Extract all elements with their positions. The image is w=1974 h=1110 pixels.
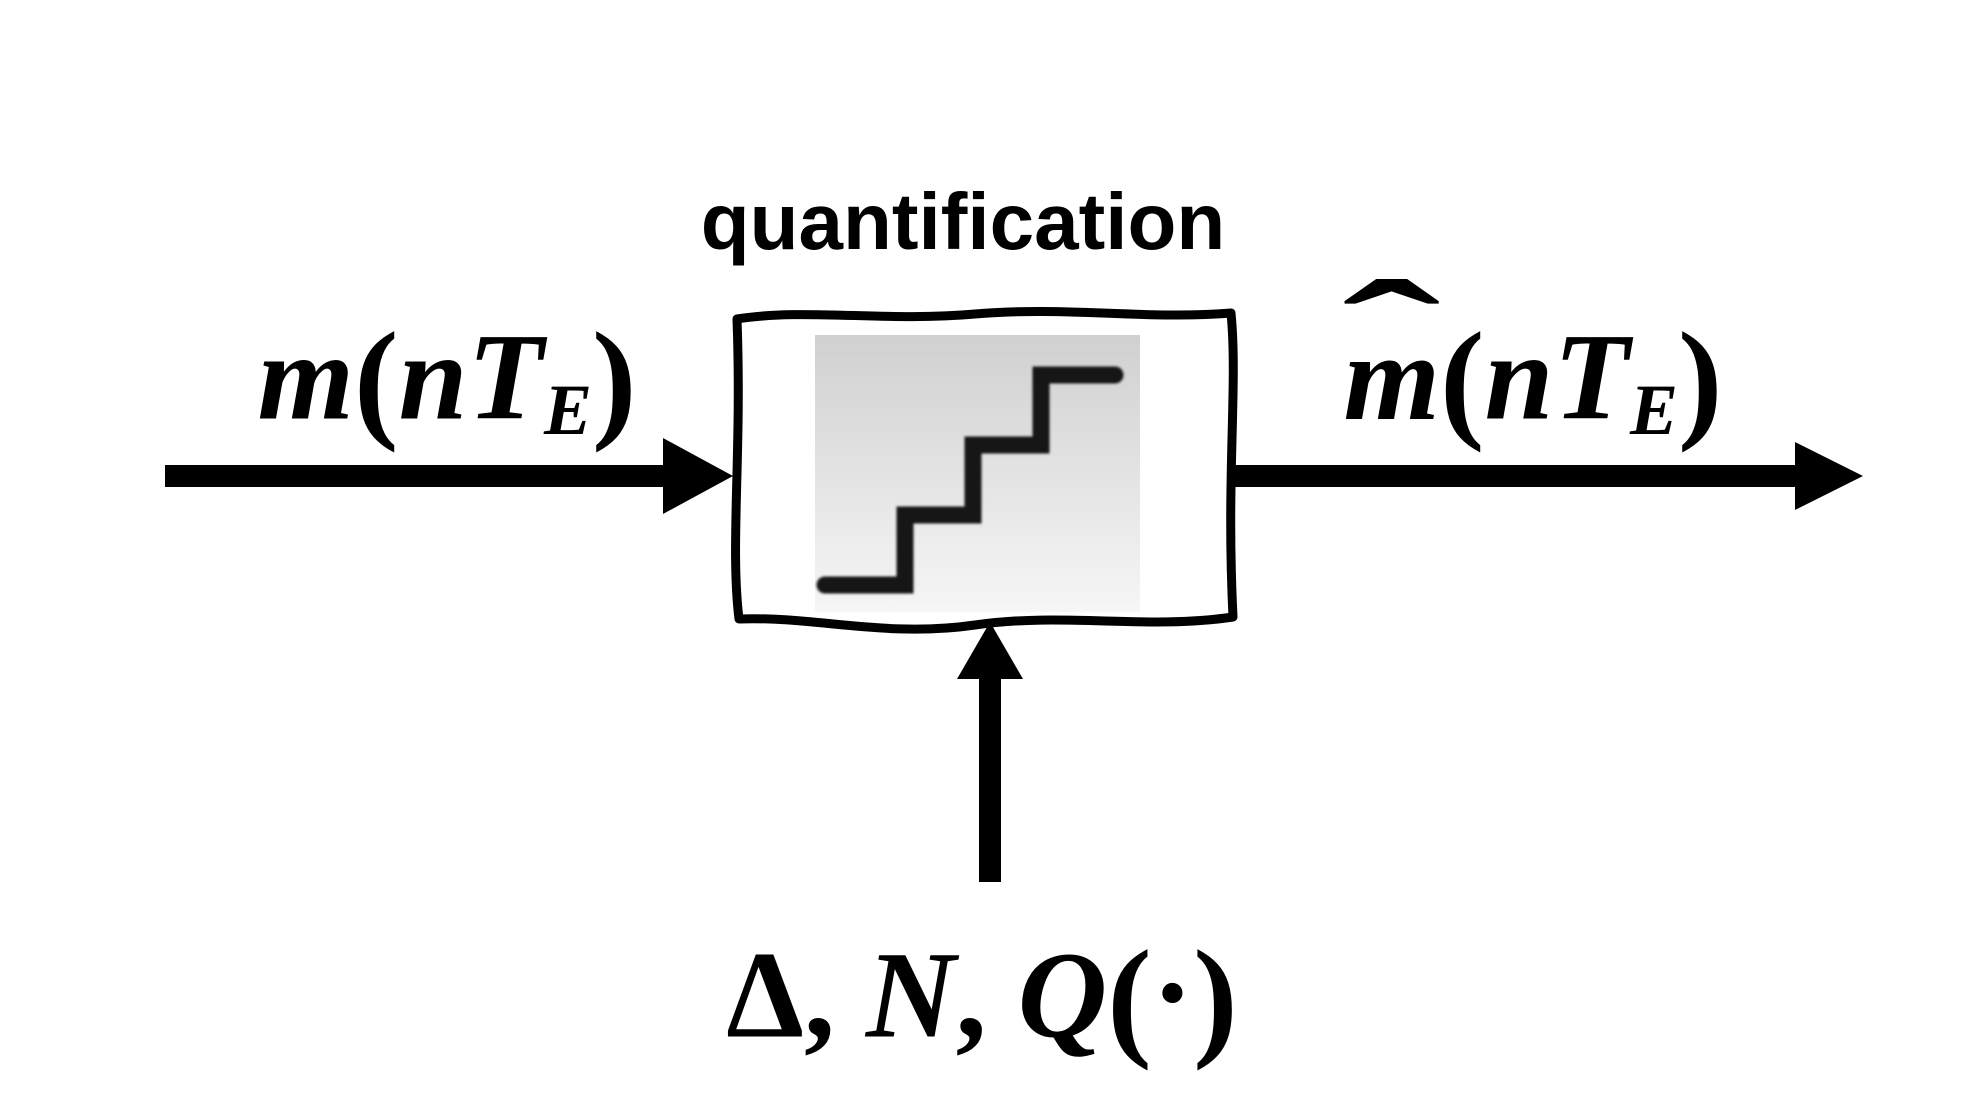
input-arrow bbox=[165, 438, 733, 514]
output-close-paren: ) bbox=[1677, 305, 1723, 454]
output-arrow bbox=[1232, 442, 1863, 510]
input-var: m bbox=[257, 308, 354, 446]
output-subscript: E bbox=[1629, 370, 1678, 451]
input-signal-label: m(nTE) bbox=[257, 312, 636, 447]
param-comma1: , bbox=[804, 926, 867, 1064]
param-q: Q bbox=[1017, 926, 1108, 1064]
param-open-paren: ( bbox=[1107, 923, 1152, 1072]
staircase-icon bbox=[816, 366, 1124, 594]
output-arg: nT bbox=[1484, 308, 1630, 446]
output-open-paren: ( bbox=[1439, 305, 1485, 454]
parameters-arrow bbox=[957, 622, 1023, 882]
quantizer-block-border bbox=[731, 306, 1238, 634]
input-subscript: E bbox=[543, 370, 592, 451]
param-dot: · bbox=[1151, 924, 1194, 1062]
output-var: m bbox=[1343, 308, 1440, 446]
input-open-paren: ( bbox=[353, 305, 399, 454]
block-title: quantification bbox=[700, 177, 1226, 266]
param-delta: Δ bbox=[726, 926, 805, 1064]
input-close-paren: ) bbox=[591, 305, 637, 454]
hat-accent: ˆ bbox=[1342, 250, 1442, 422]
param-n: N bbox=[866, 926, 956, 1064]
parameters-label: Δ, N, Q(·) bbox=[726, 930, 1237, 1065]
param-comma2: , bbox=[955, 926, 1018, 1064]
param-close-paren: ) bbox=[1193, 923, 1238, 1072]
input-arg: nT bbox=[398, 308, 544, 446]
